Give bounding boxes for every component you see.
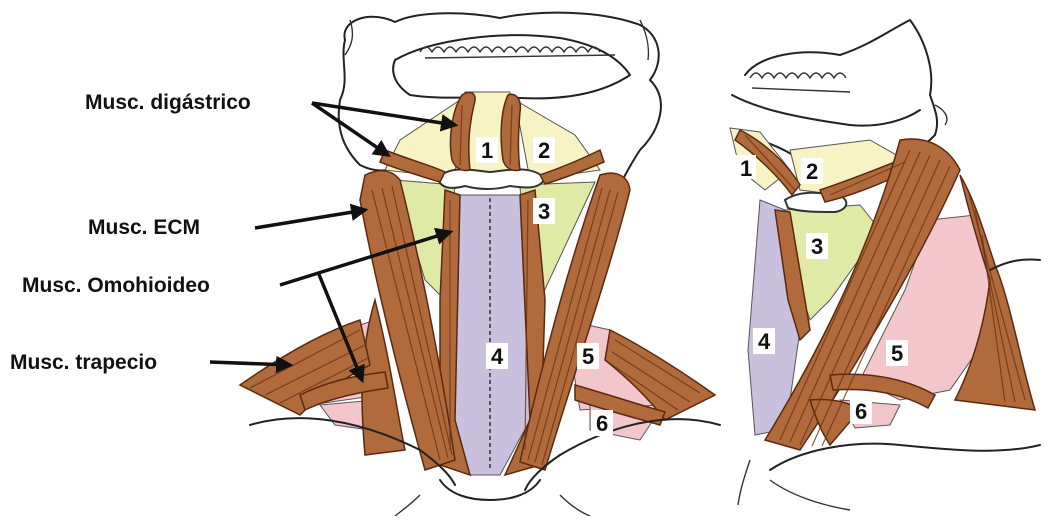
side-number-3: 3 (811, 234, 823, 259)
front-number-2: 2 (538, 138, 550, 163)
label-omohioideo: Musc. Omohioideo (22, 274, 210, 298)
side-clavicle (770, 444, 1040, 470)
side-view: 1 2 3 4 5 6 (730, 20, 1040, 510)
ecm-arrow (255, 210, 365, 228)
front-view: 1 2 3 4 5 6 (240, 13, 720, 516)
side-mandible (732, 95, 920, 126)
side-number-2: 2 (806, 159, 818, 184)
side-number-4: 4 (758, 329, 771, 354)
front-triangle-4 (455, 195, 530, 475)
label-trapecio: Musc. trapecio (10, 351, 157, 375)
side-neck-back (990, 259, 1040, 270)
digastrico-arrow-2 (312, 103, 388, 155)
digastrico-arrow-1 (312, 103, 455, 125)
front-mandible-arch (393, 35, 630, 98)
side-number-1: 1 (740, 156, 752, 181)
front-teeth (420, 47, 615, 58)
label-digastrico: Musc. digástrico (85, 91, 251, 115)
front-number-3: 3 (538, 199, 550, 224)
side-number-5: 5 (891, 341, 903, 366)
side-number-6: 6 (855, 399, 867, 424)
front-number-4: 4 (491, 344, 504, 369)
front-number-5: 5 (582, 344, 594, 369)
front-hyoid (438, 169, 545, 189)
front-number-6: 6 (596, 411, 608, 436)
label-ecm: Musc. ECM (88, 216, 200, 240)
front-number-1: 1 (481, 138, 493, 163)
side-teeth (750, 73, 850, 92)
